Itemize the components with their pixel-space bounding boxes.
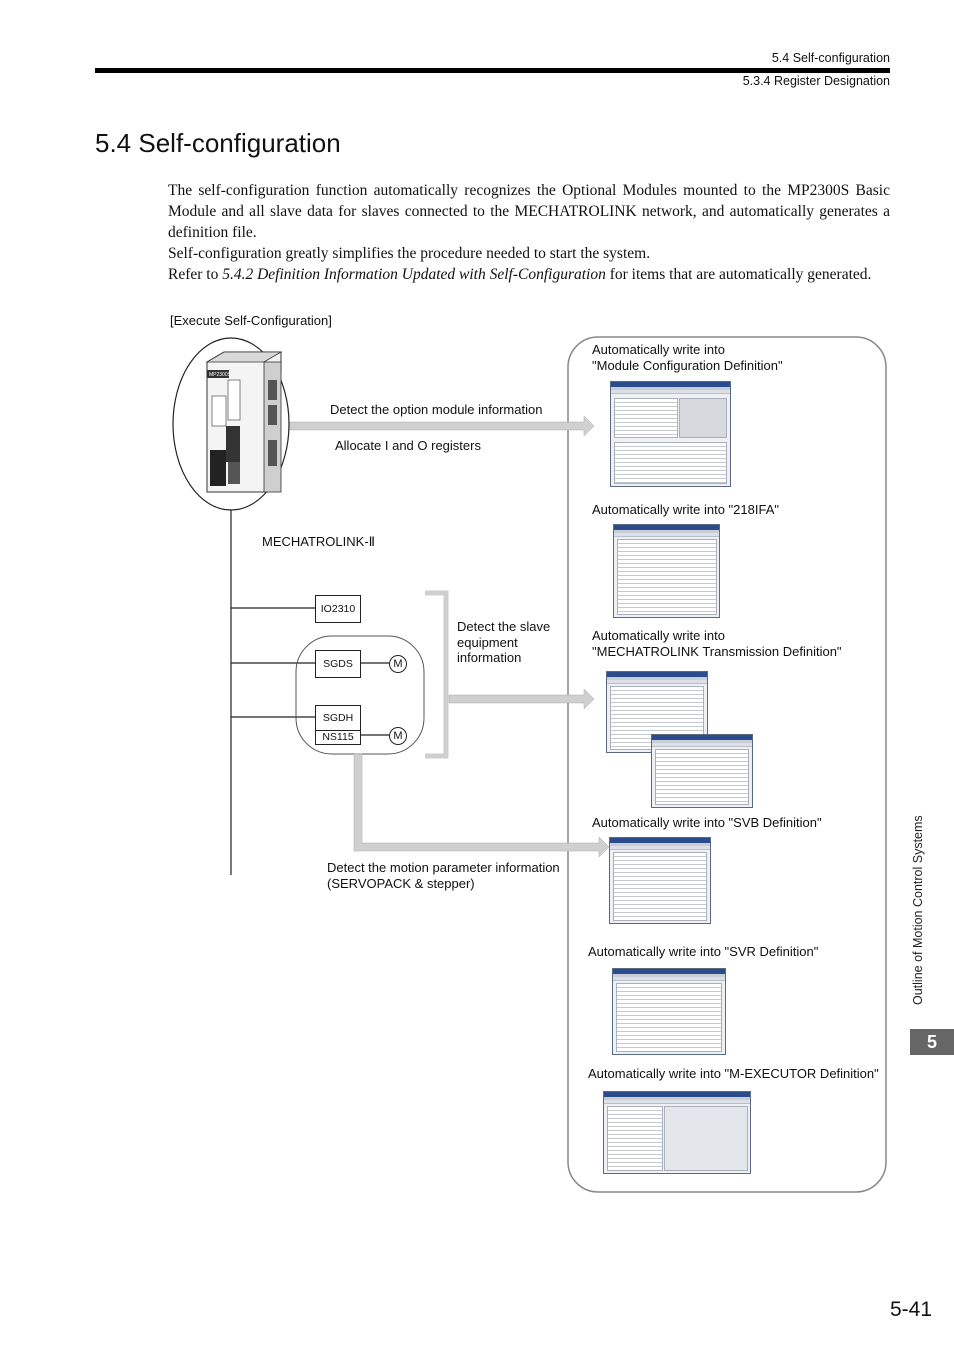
write-svr-label: Automatically write into "SVR Definition… bbox=[588, 944, 819, 959]
write-module-line2: "Module Configuration Definition" bbox=[592, 357, 783, 373]
slave-sgdh-box: SGDH NS115 bbox=[315, 705, 361, 745]
slave-sgds-box: SGDS bbox=[315, 650, 361, 678]
write-mlink-line2: "MECHATROLINK Transmission Definition" bbox=[592, 643, 842, 659]
write-mlink-line1: Automatically write into bbox=[592, 628, 725, 643]
chapter-title-vertical: Outline of Motion Control Systems bbox=[911, 815, 925, 1005]
ns115-label: NS115 bbox=[322, 731, 354, 743]
header-subsection: 5.3.4 Register Designation bbox=[742, 74, 890, 88]
write-svb-label: Automatically write into "SVB Definition… bbox=[592, 815, 822, 830]
detect-slave-line2: equipment bbox=[457, 634, 518, 650]
svb-screenshot bbox=[609, 837, 711, 924]
page-title: 5.4 Self-configuration bbox=[95, 128, 341, 158]
controller-device: MP2300S bbox=[205, 351, 283, 493]
paragraph-3-suffix: for items that are automatically generat… bbox=[605, 266, 872, 283]
m-executor-screenshot bbox=[603, 1091, 751, 1174]
detect-motion-line2: (SERVOPACK & stepper) bbox=[327, 875, 475, 891]
paragraph-1: The self-configuration function automati… bbox=[168, 182, 890, 241]
detect-slave-line3: information bbox=[457, 650, 522, 665]
paragraph-2: Self-configuration greatly simplifies th… bbox=[168, 245, 651, 262]
write-module-line1: Automatically write into bbox=[592, 342, 725, 357]
218ifa-screenshot bbox=[613, 524, 720, 618]
header-rule bbox=[95, 68, 890, 73]
arrow-option-module bbox=[289, 415, 595, 437]
chapter-tab[interactable]: 5 bbox=[910, 1029, 954, 1055]
write-module-label: Automatically write into "Module Configu… bbox=[592, 342, 783, 373]
slave-io2310-box: IO2310 bbox=[315, 595, 361, 623]
write-218ifa-label: Automatically write into "218IFA" bbox=[592, 502, 779, 517]
paragraph-3-prefix: Refer to bbox=[168, 266, 223, 283]
cross-reference-link[interactable]: 5.4.2 Definition Information Updated wit… bbox=[222, 266, 606, 283]
slave-bracket bbox=[425, 590, 449, 759]
detect-option-label: Detect the option module information bbox=[330, 402, 543, 417]
arrow-motion-parameter bbox=[353, 753, 610, 858]
motor-sgds: M bbox=[389, 655, 407, 673]
detect-slave-label: Detect the slave equipment information bbox=[457, 619, 550, 666]
allocate-io-label: Allocate I and O registers bbox=[335, 438, 481, 453]
arrow-slave-equipment bbox=[448, 688, 595, 710]
paragraph-3: Refer to 5.4.2 Definition Information Up… bbox=[168, 264, 890, 285]
write-mlink-label: Automatically write into "MECHATROLINK T… bbox=[592, 628, 842, 659]
detect-motion-line1: Detect the motion parameter information bbox=[327, 860, 560, 875]
execute-label: [Execute Self-Configuration] bbox=[170, 313, 332, 328]
detect-motion-label: Detect the motion parameter information … bbox=[327, 860, 560, 891]
sgdh-label: SGDH bbox=[316, 706, 360, 731]
detect-slave-line1: Detect the slave bbox=[457, 619, 551, 634]
write-mexec-label: Automatically write into "M-EXECUTOR Def… bbox=[588, 1066, 879, 1081]
body-text: The self-configuration function automati… bbox=[168, 180, 890, 285]
network-label: MECHATROLINK-Ⅱ bbox=[262, 534, 376, 549]
module-config-screenshot bbox=[610, 381, 731, 487]
controller-model-text: MP2300S bbox=[209, 372, 232, 378]
motor-sgdh: M bbox=[389, 727, 407, 745]
page-number: 5-41 bbox=[889, 1298, 932, 1321]
svr-screenshot bbox=[612, 968, 726, 1055]
header-section: 5.4 Self-configuration bbox=[771, 51, 890, 65]
mlink-screenshot-2 bbox=[651, 734, 753, 808]
